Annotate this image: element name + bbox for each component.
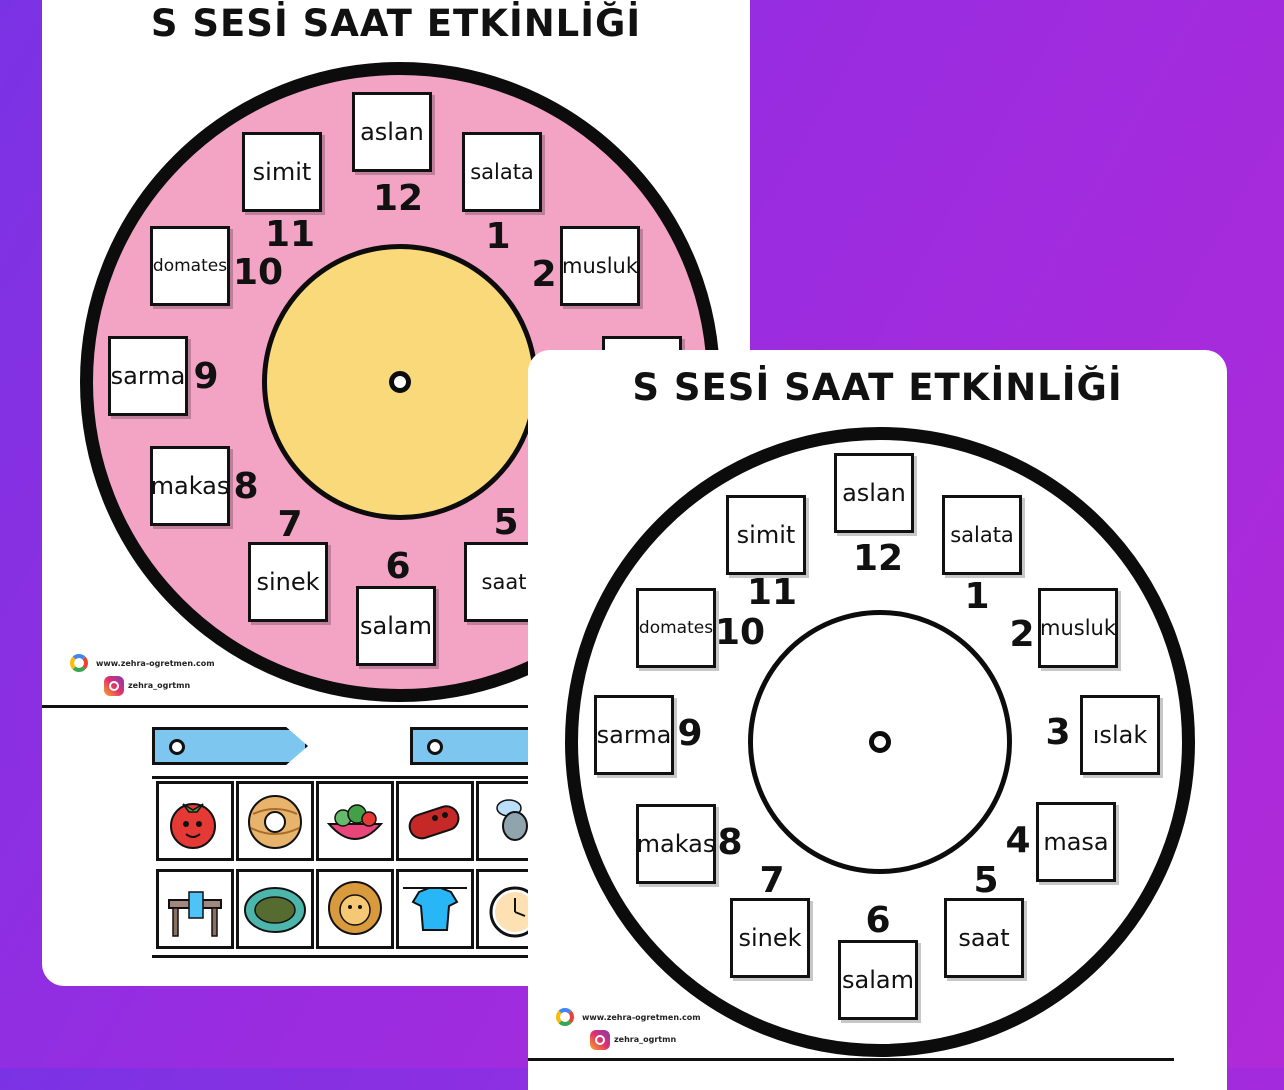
instagram-credit: zehra_ogrtmn [128, 681, 191, 690]
lion-icon [328, 881, 382, 935]
word-card-9[interactable]: sarma [594, 695, 674, 775]
word-card-7[interactable]: sinek [730, 898, 810, 978]
clock-center-pin [389, 371, 411, 393]
clock-number-6: 6 [865, 899, 891, 941]
sarma-picture[interactable] [236, 869, 314, 949]
word-card-12[interactable]: aslan [834, 453, 914, 533]
section-divider [42, 705, 750, 708]
instagram-icon [104, 676, 124, 696]
clock-number-7: 7 [759, 859, 785, 901]
word-card-11[interactable]: simit [726, 495, 806, 575]
word-card-1[interactable]: salata [942, 495, 1022, 575]
clock-number-5: 5 [973, 859, 999, 901]
clock-number-10: 10 [232, 251, 284, 293]
word-card-9[interactable]: sarma [108, 336, 188, 416]
word-card-8[interactable]: makas [150, 446, 230, 526]
word-card-11[interactable]: simit [242, 132, 322, 212]
clock-number-12: 12 [852, 537, 904, 579]
salad-icon [326, 804, 384, 840]
worksheet-front: S SESİ SAAT ETKİNLİĞİ aslan salata muslu… [528, 350, 1227, 1090]
website-credit: www.zehra-ogretmen.com [96, 659, 215, 668]
word-card-10[interactable]: domates [150, 226, 230, 306]
clock-number-8: 8 [717, 821, 743, 863]
instagram-icon [590, 1030, 610, 1050]
clock-number-9: 9 [677, 712, 703, 754]
word-card-2[interactable]: musluk [1038, 588, 1118, 668]
worksheet-title: S SESİ SAAT ETKİNLİĞİ [150, 2, 642, 45]
sarma-icon [244, 887, 306, 933]
word-card-6[interactable]: salam [838, 940, 918, 1020]
clock-number-9: 9 [193, 355, 219, 397]
tomato-picture[interactable] [156, 781, 234, 861]
tag-hole-icon [427, 739, 443, 755]
word-card-12[interactable]: aslan [352, 92, 432, 172]
salad-picture[interactable] [316, 781, 394, 861]
website-credit: www.zehra-ogretmen.com [582, 1013, 701, 1022]
tomato-icon [170, 803, 216, 849]
hour-tag-2[interactable] [410, 727, 566, 765]
word-card-3[interactable]: ıslak [1080, 695, 1160, 775]
word-card-6[interactable]: salam [356, 586, 436, 666]
tag-hole-icon [169, 739, 185, 755]
clock-number-4: 4 [1005, 819, 1031, 861]
clock-number-2: 2 [1009, 613, 1035, 655]
google-icon [70, 654, 88, 672]
shirt-icon [403, 887, 467, 931]
clock-number-8: 8 [233, 465, 259, 507]
simit-picture[interactable] [236, 781, 314, 861]
word-card-4[interactable]: masa [1036, 802, 1116, 882]
worksheet-title: S SESİ SAAT ETKİNLİĞİ [632, 366, 1123, 409]
table-picture[interactable] [156, 869, 234, 949]
salami-picture[interactable] [396, 781, 474, 861]
shirt-picture[interactable] [396, 869, 474, 949]
word-card-8[interactable]: makas [636, 804, 716, 884]
fly-icon [496, 799, 528, 841]
clock-number-1: 1 [964, 575, 990, 617]
clock-number-5: 5 [493, 501, 519, 543]
word-card-2[interactable]: musluk [560, 226, 640, 306]
lion-picture[interactable] [316, 869, 394, 949]
clock-number-3: 3 [1045, 711, 1071, 753]
clock-number-11: 11 [264, 213, 316, 255]
clock-number-6: 6 [385, 545, 411, 587]
word-card-10[interactable]: domates [636, 588, 716, 668]
word-card-1[interactable]: salata [462, 132, 542, 212]
clock-number-2: 2 [531, 253, 557, 295]
google-icon [556, 1008, 574, 1026]
alarm-clock-icon [489, 886, 541, 938]
table-icon [168, 891, 222, 937]
word-card-5[interactable]: saat [944, 898, 1024, 978]
word-card-7[interactable]: sinek [248, 542, 328, 622]
instagram-credit: zehra_ogrtmn [614, 1035, 677, 1044]
salami-icon [408, 805, 460, 840]
clock-number-7: 7 [277, 503, 303, 545]
clock-center-pin [869, 731, 891, 753]
section-divider [528, 1058, 1174, 1061]
clock-number-1: 1 [485, 215, 511, 257]
clock-number-11: 11 [746, 571, 798, 613]
clock-number-10: 10 [714, 611, 766, 653]
simit-icon [248, 795, 302, 849]
clock-number-12: 12 [372, 177, 424, 219]
hour-tag-1[interactable] [152, 727, 308, 765]
